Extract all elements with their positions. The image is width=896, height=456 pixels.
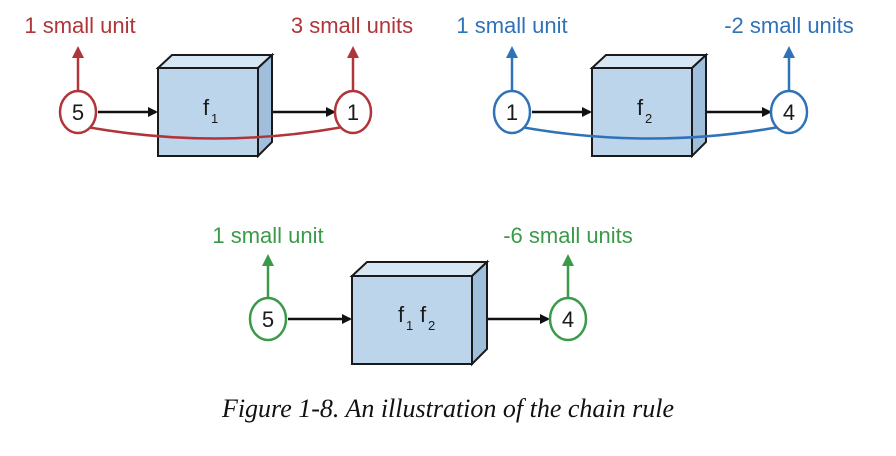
output-node xyxy=(548,296,588,342)
output-node xyxy=(333,89,373,135)
diagram-f1: 1 small unit 3 small units f 1 5 1 xyxy=(24,13,413,159)
function-name: f xyxy=(203,95,210,120)
input-node-value: 5 xyxy=(262,307,274,332)
output-change-label: -2 small units xyxy=(724,13,854,38)
function-name: f xyxy=(637,95,644,120)
link-curve xyxy=(86,125,344,140)
function-subscript-outer: 1 xyxy=(406,318,413,333)
function-name-outer: f xyxy=(398,302,405,327)
figure-caption: Figure 1-8. An illustration of the chain… xyxy=(221,394,674,423)
input-change-label: 1 small unit xyxy=(24,13,135,38)
output-node-value: 1 xyxy=(347,100,359,125)
function-subscript: 1 xyxy=(211,111,218,126)
output-change-label: -6 small units xyxy=(503,223,633,248)
input-node xyxy=(248,296,288,342)
function-subscript: 2 xyxy=(645,111,652,126)
input-change-label: 1 small unit xyxy=(212,223,323,248)
output-change-label: 3 small units xyxy=(291,13,413,38)
input-node xyxy=(58,89,98,135)
output-node xyxy=(769,89,809,135)
output-node-value: 4 xyxy=(783,100,795,125)
diagram-composed: 1 small unit -6 small units f 1 f 2 5 4 xyxy=(212,223,633,367)
input-change-label: 1 small unit xyxy=(456,13,567,38)
function-box: f 2 xyxy=(589,52,709,159)
diagram-f2: 1 small unit -2 small units f 2 1 4 xyxy=(456,13,854,159)
input-node xyxy=(492,89,532,135)
function-box: f 1 xyxy=(155,52,275,159)
input-node-value: 5 xyxy=(72,100,84,125)
link-curve xyxy=(520,125,780,140)
function-box: f 1 f 2 xyxy=(349,259,490,367)
function-subscript-inner: 2 xyxy=(428,318,435,333)
output-node-value: 4 xyxy=(562,307,574,332)
function-name-inner: f xyxy=(420,302,427,327)
input-node-value: 1 xyxy=(506,100,518,125)
